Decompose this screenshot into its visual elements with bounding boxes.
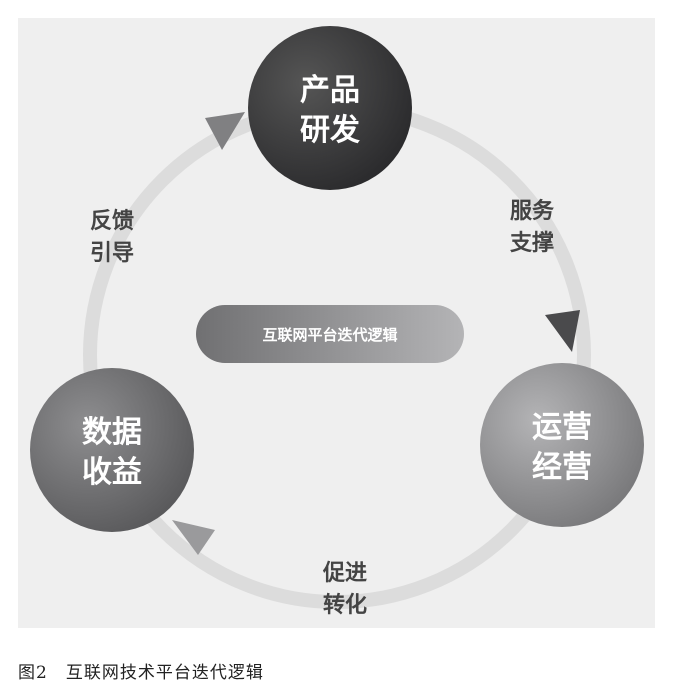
center-pill xyxy=(196,305,464,363)
arrow-to-data xyxy=(172,520,215,555)
center-label: 互联网平台迭代逻辑 xyxy=(262,326,397,344)
edge-label: 促进 xyxy=(322,561,367,586)
node-label: 运营 xyxy=(532,410,592,445)
node-label: 经营 xyxy=(532,450,592,485)
edge-label: 服务 xyxy=(510,199,555,224)
node-label: 数据 xyxy=(82,415,142,450)
node-label: 产品 xyxy=(300,73,360,108)
node-label: 研发 xyxy=(300,113,360,148)
arrow-to-operation xyxy=(545,310,580,352)
node-product-rd: 产品 研发 xyxy=(248,26,412,190)
edge-label: 引导 xyxy=(90,241,134,266)
node-operation: 运营 经营 xyxy=(480,363,644,527)
edge-label: 反馈 xyxy=(90,208,134,234)
node-label: 收益 xyxy=(82,455,142,490)
edge-label: 转化 xyxy=(323,592,367,618)
figure-caption: 图2 互联网技术平台迭代逻辑 xyxy=(18,663,264,683)
edge-label: 支撑 xyxy=(510,231,554,256)
arrow-to-product xyxy=(205,112,245,150)
node-data-revenue: 数据 收益 xyxy=(30,368,194,532)
